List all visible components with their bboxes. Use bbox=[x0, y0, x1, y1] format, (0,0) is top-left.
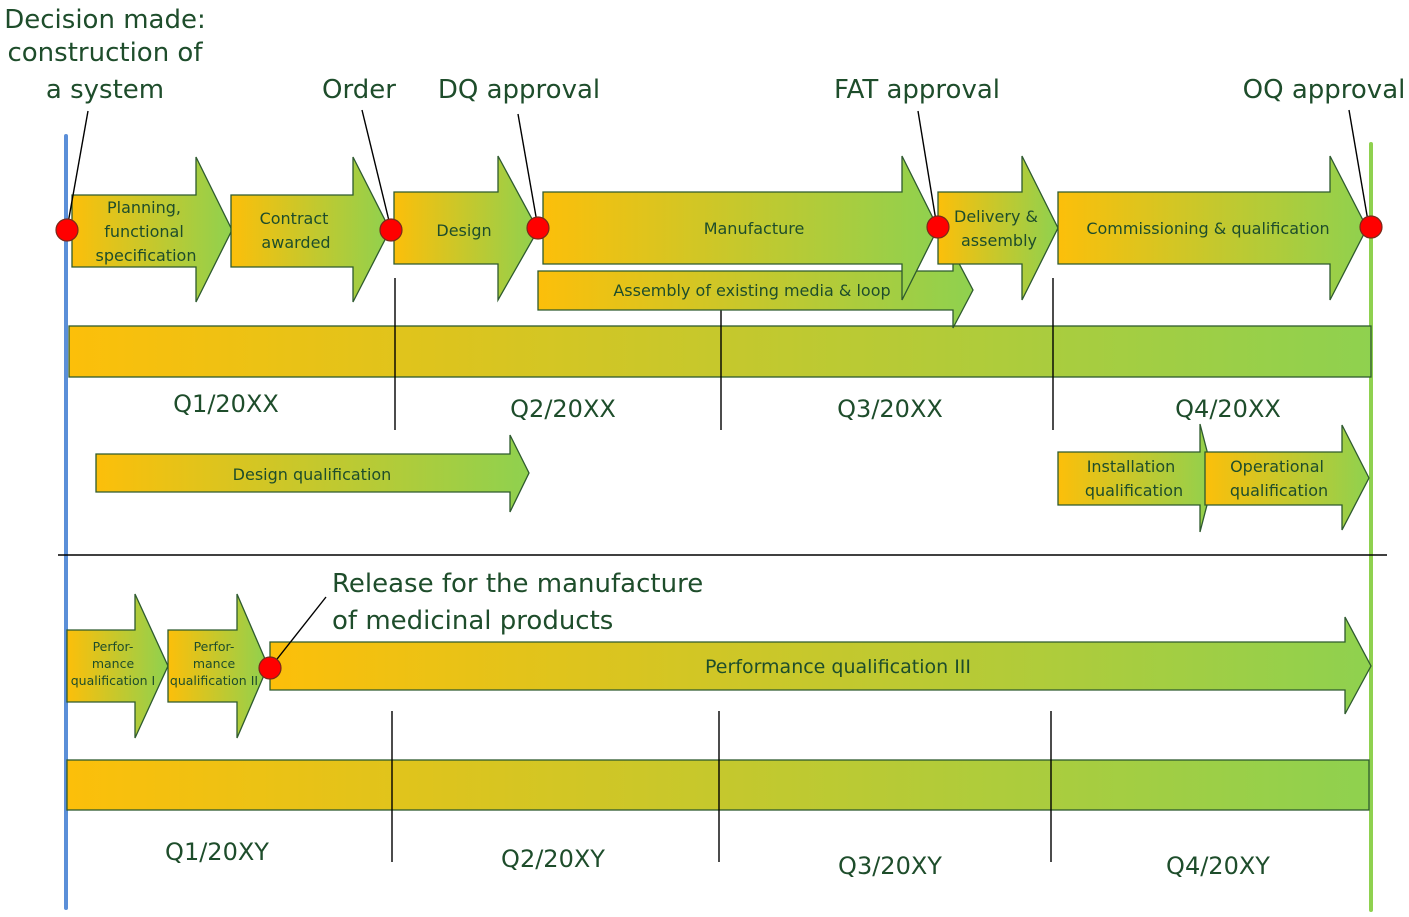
phase-label: Perfor- bbox=[194, 639, 235, 654]
phase-label: Perfor- bbox=[93, 639, 134, 654]
milestone-fat-approval bbox=[926, 215, 950, 239]
phase-label: Contract bbox=[260, 209, 329, 228]
phase-label: assembly bbox=[961, 231, 1037, 250]
quarter-label: Q1/20XX bbox=[173, 390, 279, 418]
timeline-bar-top bbox=[68, 325, 1372, 378]
quarter-label: Q4/20XY bbox=[1166, 852, 1270, 880]
phase-label: Manufacture bbox=[704, 219, 805, 238]
phase-label: Design bbox=[436, 221, 491, 240]
leader-line bbox=[517, 113, 539, 229]
milestone-label: a system bbox=[46, 75, 164, 105]
qualification-label: Operational bbox=[1230, 457, 1324, 476]
qualification-arrow-iq bbox=[1057, 423, 1215, 533]
timeline-bar-bottom bbox=[66, 759, 1370, 811]
milestone-order bbox=[379, 218, 403, 242]
milestone-dq-approval bbox=[526, 216, 550, 240]
milestone-decision bbox=[55, 218, 79, 242]
milestone-label: Release for the manufacture bbox=[332, 569, 703, 599]
quarter-label: Q3/20XY bbox=[838, 852, 942, 880]
phase-arrow-planning bbox=[71, 156, 233, 303]
qualification-label: Design qualification bbox=[233, 465, 392, 484]
milestone-label: construction of bbox=[7, 38, 203, 68]
phase-arrow-design bbox=[393, 155, 539, 303]
phase-label: mance bbox=[193, 656, 236, 671]
quarter-label: Q2/20XY bbox=[501, 845, 605, 873]
quarter-label: Q2/20XX bbox=[510, 395, 616, 423]
leader-line bbox=[269, 596, 327, 669]
phase-label: Delivery & bbox=[954, 207, 1038, 226]
quarter-label: Q4/20XX bbox=[1175, 395, 1281, 423]
milestone-label: Decision made: bbox=[4, 5, 205, 35]
phase-label: qualification II bbox=[170, 673, 258, 688]
phase-arrow-pq2 bbox=[167, 593, 269, 739]
milestone-label: Order bbox=[322, 75, 396, 105]
milestone-label: of medicinal products bbox=[332, 606, 613, 636]
phase-arrow-pq3 bbox=[269, 616, 1372, 715]
leader-line bbox=[1348, 109, 1370, 228]
leader-line bbox=[917, 110, 938, 228]
phase-label: Commissioning & qualification bbox=[1086, 219, 1329, 238]
quarter-label: Q1/20XY bbox=[165, 838, 269, 866]
qualification-label: qualification bbox=[1230, 481, 1328, 500]
phase-label: mance bbox=[92, 656, 135, 671]
milestone-label: OQ approval bbox=[1243, 75, 1406, 105]
milestone-label: DQ approval bbox=[438, 75, 600, 105]
phase-arrow-commissioning bbox=[1057, 155, 1368, 301]
quarter-label: Q3/20XX bbox=[837, 395, 943, 423]
qualification-label: qualification bbox=[1085, 481, 1183, 500]
phase-arrow-manufacture bbox=[542, 155, 939, 301]
phase-label: qualification I bbox=[71, 673, 155, 688]
phase-arrow-pq1 bbox=[66, 593, 169, 739]
qualification-arrow-oq bbox=[1204, 424, 1370, 531]
phase-label: awarded bbox=[261, 233, 330, 252]
leader-line bbox=[361, 109, 392, 230]
milestone-release bbox=[258, 656, 282, 680]
phase-arrow-delivery bbox=[937, 155, 1059, 301]
milestone-label: FAT approval bbox=[834, 75, 1000, 105]
phase-label: functional bbox=[104, 222, 184, 241]
milestone-oq-approval bbox=[1359, 215, 1383, 239]
phase-arrow-contract bbox=[230, 156, 391, 303]
phase-label: Planning, bbox=[107, 198, 181, 217]
qualification-arrow-dq bbox=[95, 434, 530, 513]
qualification-label: Installation bbox=[1087, 457, 1176, 476]
phase-arrow-assembly-existing bbox=[537, 251, 974, 329]
phase-label: Performance qualification III bbox=[705, 656, 971, 678]
phase-label: specification bbox=[96, 246, 197, 265]
phase-label: Assembly of existing media & loop bbox=[613, 281, 890, 300]
leader-line bbox=[66, 110, 89, 230]
